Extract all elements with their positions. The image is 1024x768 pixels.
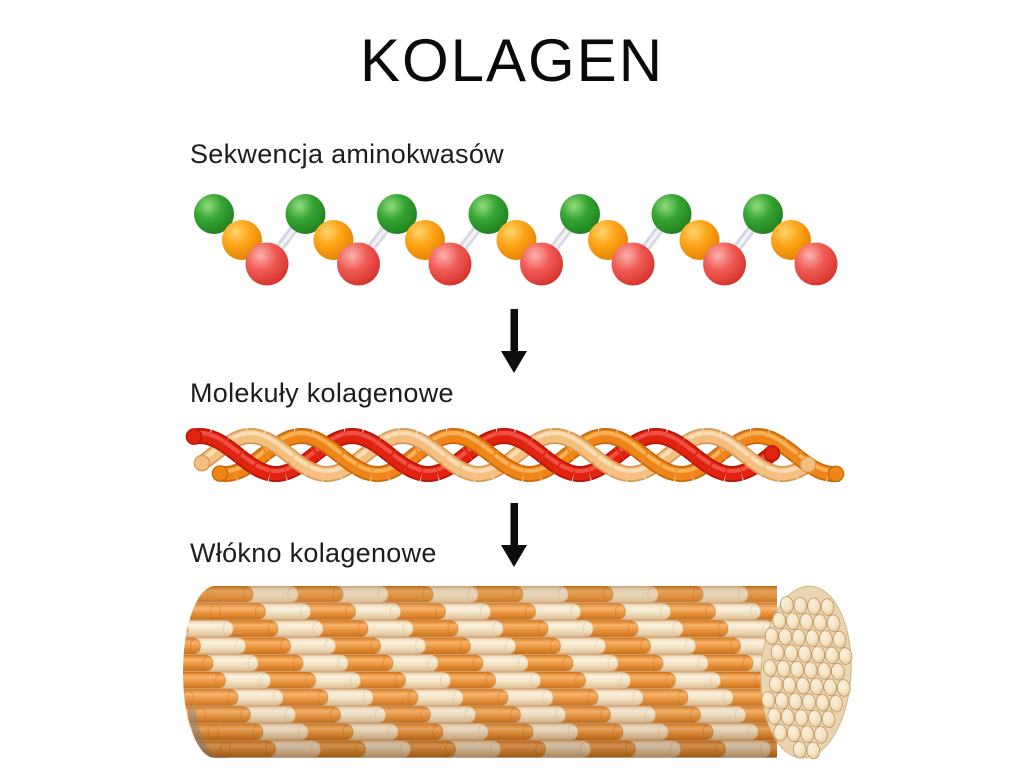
collagen-fiber-graphic (183, 585, 853, 760)
label-collagen-fiber: Włókno kolagenowe (190, 538, 437, 568)
page-title: KOLAGEN (359, 27, 665, 94)
down-arrow-icon (501, 309, 527, 373)
amino-acid-chain-graphic (194, 194, 838, 286)
down-arrow-icon (501, 503, 527, 567)
label-collagen-molecules: Molekuły kolagenowe (190, 378, 454, 408)
label-amino-acid-sequence: Sekwencja aminokwasów (190, 139, 504, 169)
collagen-molecule-graphic (185, 427, 845, 483)
